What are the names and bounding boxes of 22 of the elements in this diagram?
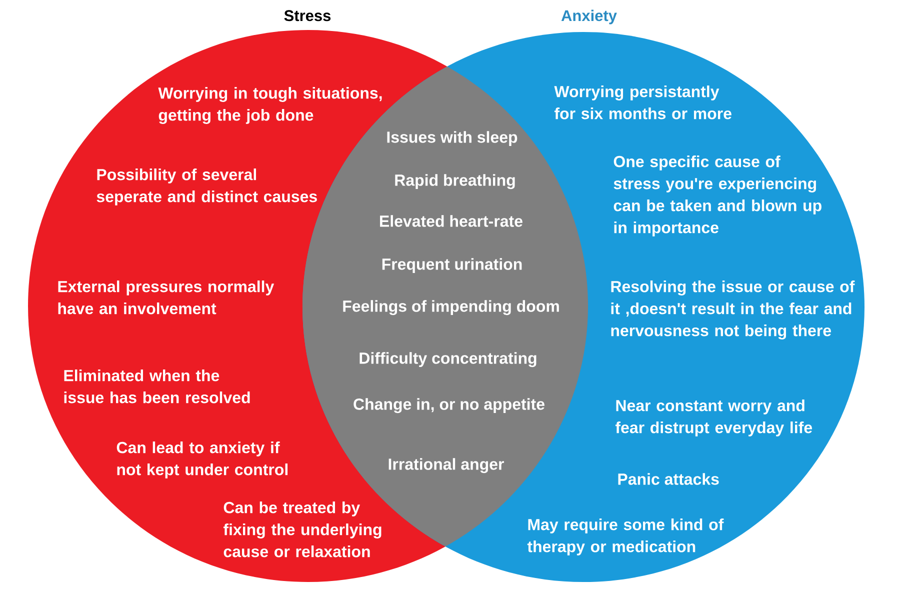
item-text: Irrational anger [388,458,504,474]
item-text: Possibility of several seperate and distinct causes [96,168,317,206]
item-text: Near constant worry and fear distrupt everyday life [615,400,812,436]
set-title: Anxiety [561,10,617,24]
set-title: Stress [284,10,331,22]
item-text: Issues with sleep [387,131,518,146]
item-text: Change in, or no appetite [354,398,544,414]
item-text: Feelings of impending doom [343,300,559,316]
item-text: External pressures normally have an involvement [58,280,274,314]
item-text: Eliminated when the issue has been resolved [64,370,250,404]
item-text: May require some kind of therapy or medication [527,518,724,556]
item-text: Can be treated by fixing the underlying cause or relaxation [223,502,382,558]
item-text: Rapid breathing [395,174,515,190]
item-text: Elevated heart-rate [380,215,522,227]
item-text: Frequent urination [382,258,522,274]
item-text: Worrying in tough situations, getting the job done [158,87,382,124]
item-text: Difficulty concentrating [360,352,536,368]
item-text: Worrying persistantly for six months or more [554,86,732,120]
item-text: One specific cause of stress you're experiencing can be taken and blown up in importance [614,156,822,236]
item-text: Can lead to anxiety if not kept under control [116,442,288,478]
item-text: Resolving the issue or cause of it ,doesn't result in the fear and nervousness not being there [611,280,855,340]
item-text: Panic attacks [618,473,719,485]
